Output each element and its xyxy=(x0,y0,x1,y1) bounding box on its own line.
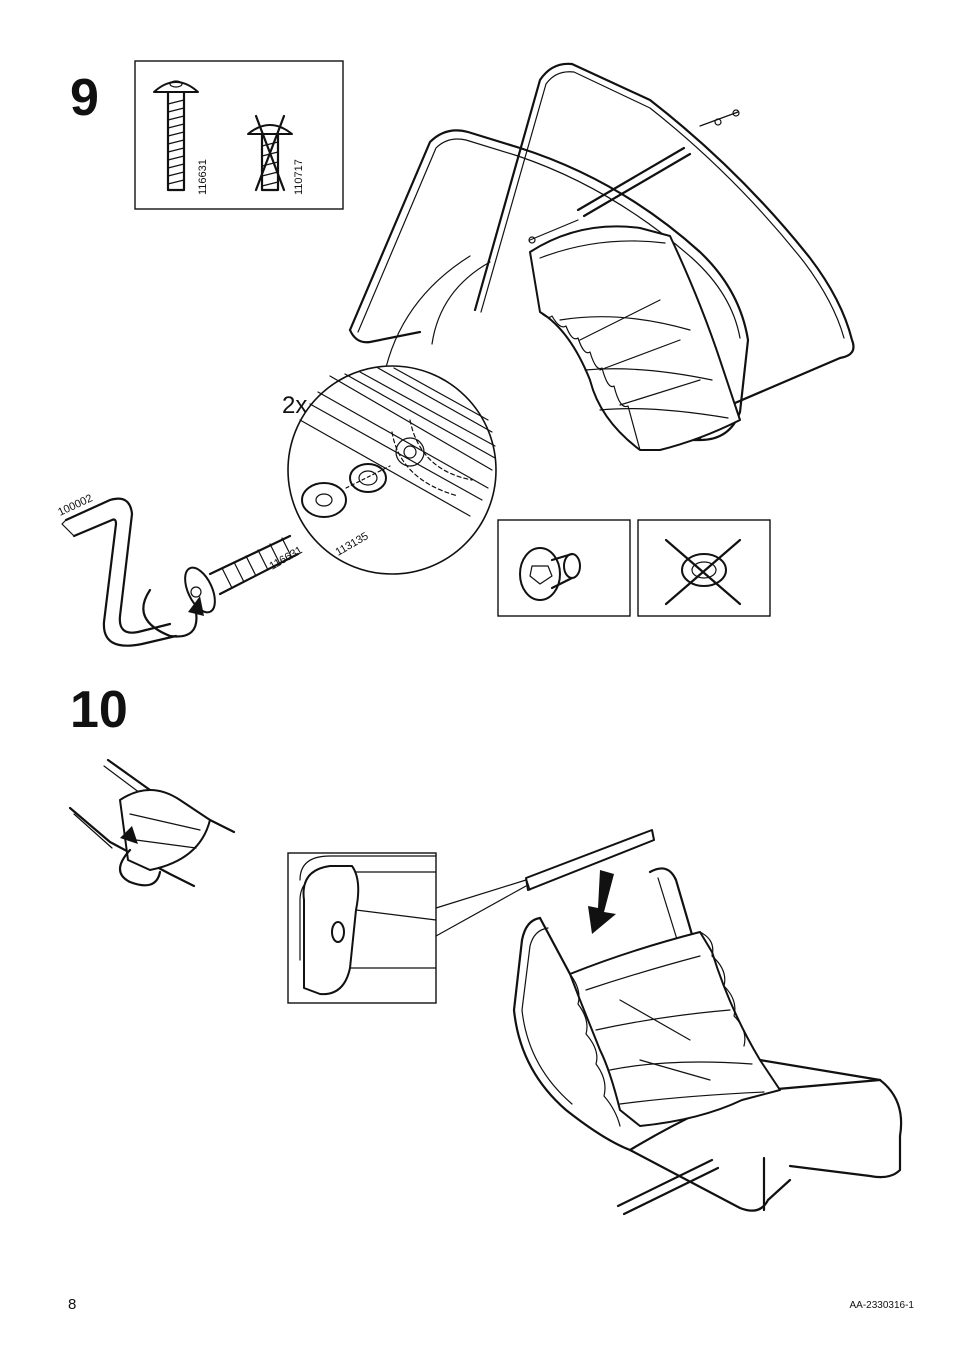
zoom-detail: 113135 xyxy=(287,255,497,575)
bolt-callout-number: 116631 xyxy=(268,544,305,572)
bolt-part-number: 116631 xyxy=(197,159,209,195)
chair-upside-down xyxy=(348,62,855,451)
cross-mark-icon xyxy=(664,538,742,606)
wrong-bolt-icon xyxy=(247,114,293,192)
bar-end-detail-box xyxy=(287,852,437,1004)
bolt-icon xyxy=(153,80,199,192)
cross-mark-icon xyxy=(254,114,286,192)
document-code: AA-2330316-1 xyxy=(849,1300,915,1311)
rotate-arrow-icon xyxy=(142,588,204,638)
step-9-number: 9 xyxy=(70,69,99,127)
bolt-icon xyxy=(184,534,300,614)
parts-box: 116631 110717 xyxy=(134,60,344,210)
wrong-bolt-part-number: 110717 xyxy=(293,159,305,195)
step-10-number: 10 xyxy=(70,681,128,739)
washer-icon xyxy=(301,463,387,518)
cross-bar-part xyxy=(525,829,655,891)
chair-upright xyxy=(512,867,903,1216)
correct-fit-box xyxy=(497,519,631,617)
flip-chair-icon xyxy=(68,758,236,888)
page-number: 8 xyxy=(68,1296,77,1313)
incorrect-fit-box xyxy=(637,519,771,617)
down-arrow-icon xyxy=(588,870,616,934)
allen-key-icon: 100002 xyxy=(56,492,178,647)
